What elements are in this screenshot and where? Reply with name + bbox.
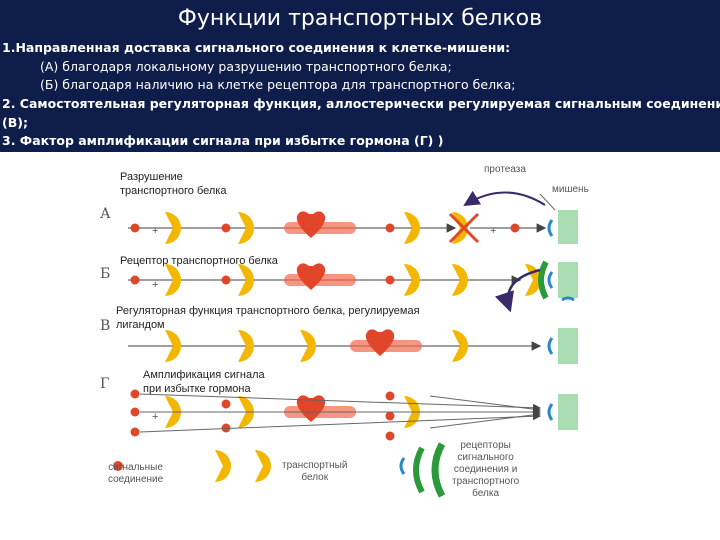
- target-cell: [558, 394, 578, 430]
- legend-transport-label: транспортный белок: [282, 460, 348, 483]
- label-row-a: Разрушение транспортного белка: [120, 171, 227, 197]
- plus-sign: +: [152, 225, 158, 237]
- target-cell: [558, 262, 578, 298]
- receptor-blue: [547, 271, 554, 289]
- row-letter-a: А: [100, 206, 111, 222]
- row-letter-b: Б: [100, 266, 110, 282]
- header-line-5: (В);: [2, 115, 28, 130]
- transport-protein: [165, 330, 181, 362]
- signal-dot: [385, 223, 395, 233]
- heart-complex: [296, 395, 326, 422]
- signal-dot: [221, 275, 231, 285]
- signal-dot: [385, 411, 395, 421]
- header-panel: Функции транспортных белков 1.Направленн…: [0, 0, 720, 152]
- legend-protein-2: [255, 450, 271, 482]
- transport-protein: [238, 330, 254, 362]
- transport-protein: [238, 264, 254, 296]
- heart-complex: [296, 211, 326, 238]
- signal-dot: [221, 399, 231, 409]
- plus-sign: +: [490, 225, 496, 237]
- label-row-c: Регуляторная функция транспортного белка…: [116, 305, 420, 331]
- transport-protein: [452, 264, 468, 296]
- signal-dot: [130, 389, 140, 399]
- signal-dot: [130, 275, 140, 285]
- target-cell: [558, 210, 578, 244]
- receptor-blue: [547, 337, 554, 355]
- signal-dot: [385, 431, 395, 441]
- transport-protein: [165, 212, 181, 244]
- heart-complex: [365, 329, 395, 356]
- legend-receptor-blue: [399, 457, 406, 475]
- header-line-1: 1.Направленная доставка сигнального соед…: [2, 40, 511, 55]
- header-line-6: 3. Фактор амплификации сигнала при избыт…: [2, 133, 444, 148]
- receptor-blue: [547, 219, 554, 237]
- row-letter-c: В: [100, 318, 110, 334]
- signal-dot: [130, 427, 140, 437]
- legend-receptors-label: рецепторы сигнального соединения и транс…: [452, 440, 520, 499]
- row-c: [128, 268, 578, 364]
- legend-receptor-green-1: [413, 446, 425, 494]
- label-protease: протеаза: [484, 164, 526, 175]
- transport-protein: [404, 264, 420, 296]
- row-letter-d: Г: [100, 376, 109, 392]
- label-target: мишень: [552, 184, 589, 195]
- signal-dot: [130, 223, 140, 233]
- legend-receptor-green-2: [431, 442, 446, 498]
- transport-protein: [300, 330, 316, 362]
- header-line-4: 2. Самостоятельная регуляторная функция,…: [2, 96, 720, 111]
- signal-dot: [221, 423, 231, 433]
- signal-dot: [385, 391, 395, 401]
- legend: [113, 442, 446, 498]
- header-line-3: (Б) благодаря наличию на клетке рецептор…: [40, 77, 516, 92]
- legend-signal-label: сигнальные соединение: [108, 462, 164, 485]
- signal-dot: [385, 275, 395, 285]
- row-a: + +: [128, 190, 578, 244]
- receptor-green: [538, 260, 549, 300]
- signal-dot: [221, 223, 231, 233]
- transport-protein: [165, 264, 181, 296]
- transport-protein: [404, 212, 420, 244]
- legend-signal-dot: [113, 461, 123, 471]
- label-row-d: Амплификация сигнала при избытке гормона: [143, 369, 265, 395]
- label-row-b: Рецептор транспортного белка: [120, 255, 278, 267]
- slide-title: Функции транспортных белков: [177, 6, 543, 31]
- header-line-2: (А) благодаря локальному разрушению тран…: [40, 59, 452, 74]
- signal-dot: [130, 407, 140, 417]
- row-d: +: [130, 389, 578, 441]
- row-b: +: [128, 260, 578, 300]
- signal-dot: [510, 223, 520, 233]
- receptor-blue: [561, 296, 575, 302]
- transport-protein: [238, 212, 254, 244]
- feedback-arrow: [494, 268, 541, 313]
- legend-protein-1: [215, 450, 231, 482]
- transport-protein: [452, 330, 468, 362]
- protease-arrow: [463, 190, 546, 207]
- plus-sign: +: [152, 279, 158, 291]
- plus-sign: +: [152, 411, 158, 423]
- receptor-blue: [547, 403, 554, 421]
- target-cell: [558, 328, 578, 364]
- heart-complex: [296, 263, 326, 290]
